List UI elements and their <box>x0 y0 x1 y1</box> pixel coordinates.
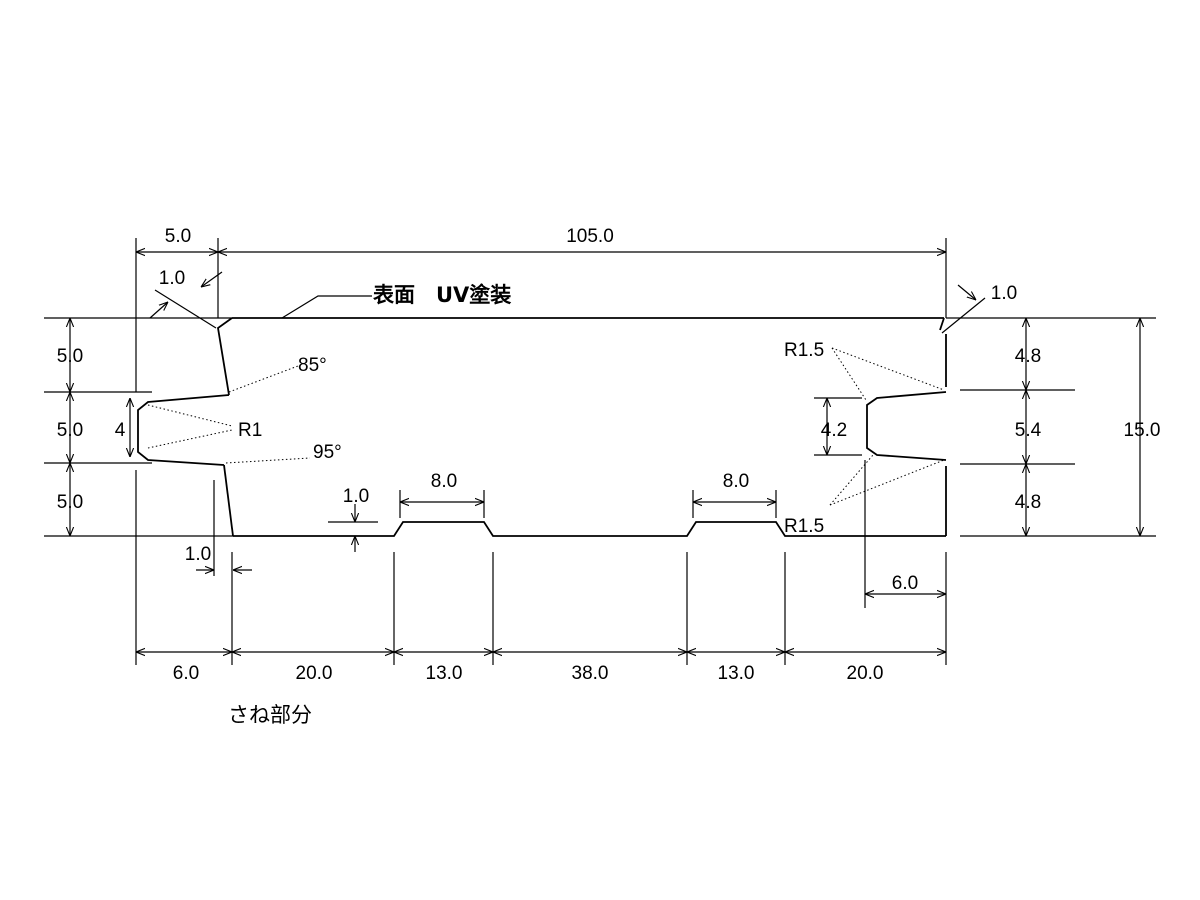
dim-left-h-mid: 5.0 <box>57 420 83 441</box>
dim-bottom-offset: 1.0 <box>185 544 211 565</box>
dim-right-h-top: 4.8 <box>1015 346 1041 367</box>
dim-tongue-height: 4 <box>115 420 126 441</box>
dim-overall-height: 15.0 <box>1124 420 1161 441</box>
dim-bottom-6: 6.0 <box>173 663 199 684</box>
dim-bottom-13-left: 13.0 <box>426 663 463 684</box>
dim-top-left: 5.0 <box>165 226 191 247</box>
dim-angle-upper: 85° <box>298 355 327 376</box>
dim-relief-depth: 1.0 <box>343 486 369 507</box>
dim-radius-right-bot: R1.5 <box>784 516 824 537</box>
dim-top-overall: 105.0 <box>566 226 614 247</box>
dim-right-h-bot: 4.8 <box>1015 492 1041 513</box>
note-tongue-part: さね部分 <box>228 703 312 727</box>
extension-lines <box>44 238 1156 665</box>
dim-right-h-mid: 5.4 <box>1015 420 1042 441</box>
dim-chamfer-left: 1.0 <box>159 268 185 289</box>
leader-lines <box>147 295 945 506</box>
dim-bottom-20-left: 20.0 <box>296 663 333 684</box>
dim-angle-lower: 95° <box>313 442 342 463</box>
dim-radius-tongue: R1 <box>238 420 262 441</box>
dim-bottom-38: 38.0 <box>572 663 609 684</box>
dim-bottom-13-right: 13.0 <box>718 663 755 684</box>
board-profile <box>137 317 947 537</box>
dim-relief-width-2: 8.0 <box>723 471 749 492</box>
dim-left-h-top: 5.0 <box>57 346 83 367</box>
dim-relief-width-1: 8.0 <box>431 471 457 492</box>
dim-groove-depth: 6.0 <box>892 573 918 594</box>
dim-groove-height: 4.2 <box>821 420 847 441</box>
dimension-lines <box>70 252 1140 652</box>
note-surface-uv: 表面 UV塗装 <box>373 283 511 307</box>
dimension-labels: 5.0 105.0 1.0 1.0 表面 UV塗装 5.0 5.0 5.0 4 … <box>57 226 1161 727</box>
dim-left-h-bot: 5.0 <box>57 492 83 513</box>
dim-radius-right-top: R1.5 <box>784 340 824 361</box>
dim-bottom-20-right: 20.0 <box>847 663 884 684</box>
dim-chamfer-right: 1.0 <box>991 283 1017 304</box>
